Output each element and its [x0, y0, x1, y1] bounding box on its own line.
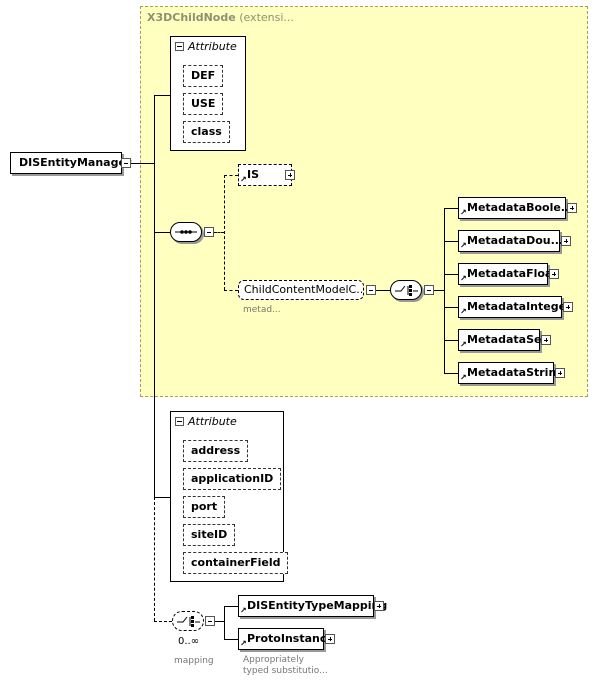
expand-icon[interactable] [549, 269, 559, 279]
connector [154, 95, 155, 497]
mapping-choice-compositor[interactable] [172, 611, 204, 631]
dis-entity-type-mapping-element[interactable]: ↗ DISEntityTypeMapping [238, 595, 387, 617]
attribute-site-id[interactable]: siteID [183, 524, 236, 546]
metadata-integer-element[interactable]: ↗ MetadataInteger [458, 296, 571, 318]
connector [214, 232, 224, 233]
expand-icon[interactable] [541, 335, 551, 345]
connector [376, 290, 390, 291]
reference-arrow-icon: ↗ [460, 373, 467, 382]
connector [154, 497, 170, 498]
root-element[interactable]: DISEntityManager [10, 152, 131, 174]
metadata-double-element[interactable]: ↗ MetadataDou... [458, 230, 563, 252]
child-content-label: ChildContentModelC... [244, 283, 364, 296]
connector [224, 175, 225, 290]
connector [224, 639, 238, 640]
root-element-label: DISEntityManager [19, 156, 132, 169]
connector [444, 208, 458, 209]
reference-arrow-icon: ↗ [240, 639, 247, 648]
connector [444, 274, 458, 275]
connector [224, 290, 238, 291]
expand-icon[interactable] [325, 634, 335, 644]
connector [131, 163, 154, 164]
choice-compositor[interactable] [390, 280, 422, 300]
proto-instance-annotation: Appropriately typed substitutio... [243, 655, 328, 676]
expand-icon[interactable] [563, 302, 573, 312]
connector [444, 241, 458, 242]
metadata-boolean-element[interactable]: ↗ MetadataBoole... [458, 197, 573, 219]
connector [224, 175, 238, 176]
reference-arrow-icon: ↗ [460, 340, 467, 349]
connector [215, 621, 224, 622]
connector [224, 606, 225, 639]
connector [154, 95, 170, 96]
sequence-collapse-icon[interactable] [204, 227, 214, 237]
attribute-container-field[interactable]: containerField [183, 552, 289, 574]
group-collapse-icon[interactable] [366, 285, 376, 295]
child-content-group[interactable]: ChildContentModelC... [238, 280, 364, 300]
expand-icon[interactable] [567, 203, 577, 213]
collapse-icon[interactable] [175, 42, 184, 51]
connector [444, 340, 458, 341]
attribute-address[interactable]: address [183, 440, 249, 462]
connector [444, 373, 458, 374]
connector [154, 232, 170, 233]
group-annotation: metad... [243, 305, 281, 315]
extension-title: X3DChildNode (extensi... [147, 11, 294, 24]
connector [154, 497, 155, 621]
metadata-set-element[interactable]: ↗ MetadataSet [458, 329, 547, 351]
connector [224, 606, 238, 607]
attribute-class[interactable]: class [183, 121, 230, 143]
mapping-annotation: mapping [174, 656, 214, 666]
reference-arrow-icon: ↗ [460, 307, 467, 316]
connector [154, 621, 172, 622]
metadata-string-element[interactable]: ↗ MetadataString [458, 362, 564, 384]
reference-arrow-icon: ↗ [460, 274, 467, 283]
mapping-collapse-icon[interactable] [205, 616, 215, 626]
attribute-use[interactable]: USE [183, 93, 224, 115]
expand-icon[interactable] [374, 601, 384, 611]
extension-type: X3DChildNode [147, 11, 236, 24]
attribute-port[interactable]: port [183, 496, 226, 518]
sequence-compositor[interactable] [170, 222, 202, 242]
is-element-label: IS [247, 168, 260, 181]
ext-attribute-group: Attribute DEF USE class [170, 36, 246, 151]
root-collapse-icon[interactable] [121, 158, 131, 168]
choice-collapse-icon[interactable] [424, 285, 434, 295]
metadata-float-element[interactable]: ↗ MetadataFloat [458, 263, 558, 285]
attribute-def[interactable]: DEF [183, 65, 224, 87]
reference-arrow-icon: ↗ [460, 208, 467, 217]
connector [434, 290, 444, 291]
reference-arrow-icon: ↗ [240, 175, 247, 184]
is-element[interactable]: ↗ IS [238, 164, 292, 186]
reference-arrow-icon: ↗ [460, 241, 467, 250]
own-attribute-group: Attribute address applicationID port sit… [170, 411, 289, 582]
extension-note: (extensi... [239, 11, 294, 24]
collapse-icon[interactable] [175, 417, 184, 426]
occurrence-label: 0..∞ [178, 636, 200, 647]
expand-icon[interactable] [561, 236, 571, 246]
connector [444, 307, 458, 308]
connector [444, 208, 445, 373]
attribute-heading: Attribute [175, 415, 237, 428]
attribute-application-id[interactable]: applicationID [183, 468, 282, 490]
proto-instance-element[interactable]: ↗ ProtoInstance [238, 628, 334, 650]
reference-arrow-icon: ↗ [240, 606, 247, 615]
attribute-heading: Attribute [175, 40, 237, 53]
expand-icon[interactable] [555, 368, 565, 378]
expand-icon[interactable] [285, 170, 295, 180]
